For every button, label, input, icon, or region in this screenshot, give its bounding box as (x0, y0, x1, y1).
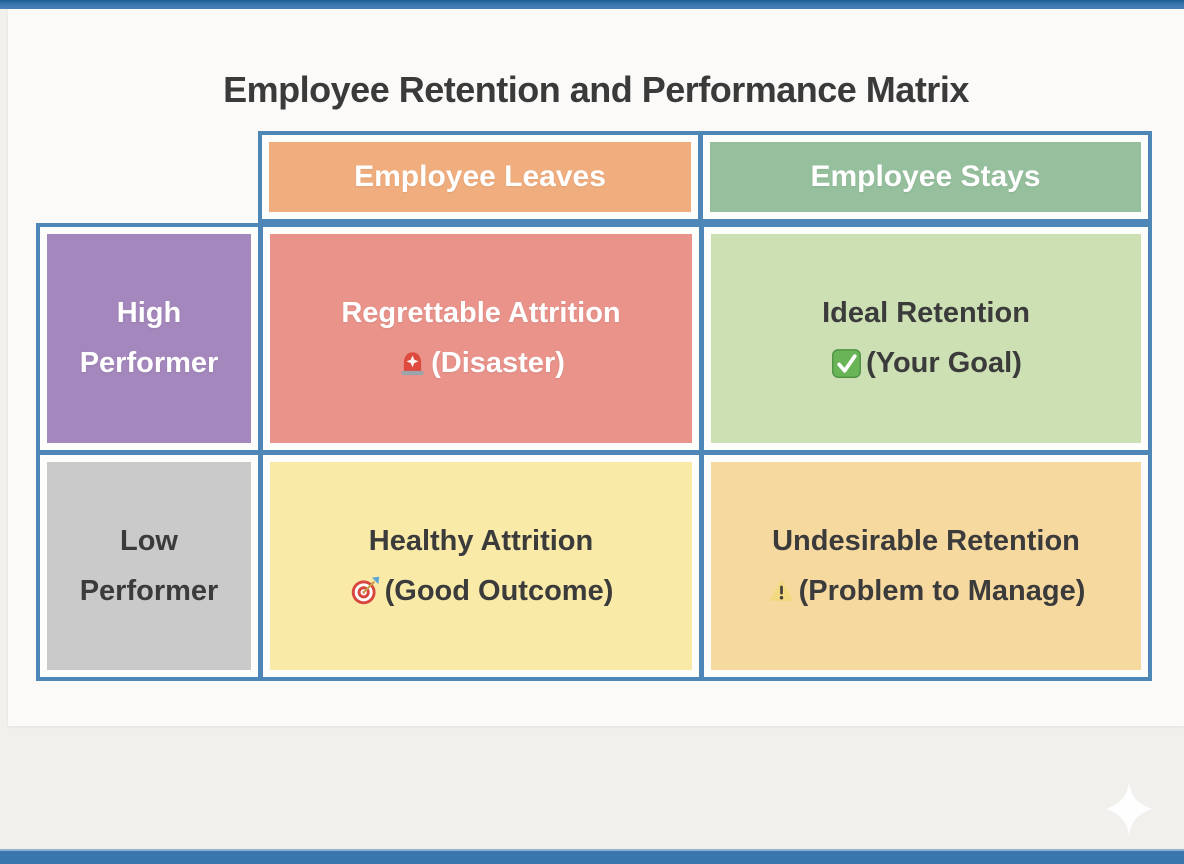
bottom-accent-bar (0, 849, 1184, 864)
cell-title: Regrettable Attrition (341, 297, 621, 330)
cell-annotation: (Problem to Manage) (798, 574, 1086, 607)
cell-undesirable-retention: Undesirable Retention (Problem to Manage… (704, 454, 1148, 677)
row-header-high-performer: High Performer (40, 227, 258, 450)
target-icon (349, 574, 382, 607)
cell-title: Healthy Attrition (368, 524, 594, 557)
column-header-label: Employee Stays (710, 142, 1141, 212)
row-header-label: Low Performer (79, 524, 219, 607)
cell-ideal-retention: Ideal Retention (Your Goal) (704, 227, 1148, 450)
warning-icon (767, 576, 796, 605)
cell-annotation: (Disaster) (431, 347, 565, 380)
cell-regrettable-attrition: Regrettable Attrition (Disaster) (263, 227, 699, 450)
matrix-column-header-row: Employee Leaves Employee Stays (258, 131, 1152, 223)
cell-title: Ideal Retention (822, 297, 1030, 330)
sparkle-icon (1100, 780, 1158, 838)
column-header-employee-leaves: Employee Leaves (262, 135, 698, 219)
cell-title: Undesirable Retention (772, 524, 1080, 557)
page-title: Employee Retention and Performance Matri… (223, 69, 969, 110)
matrix-body-grid: High Performer Regrettable Attrition (36, 223, 1152, 681)
top-accent-bar (0, 0, 1184, 9)
slide-area: Employee Retention and Performance Matri… (8, 9, 1184, 726)
row-header-label: High Performer (79, 297, 219, 380)
column-header-label: Employee Leaves (269, 142, 691, 212)
siren-icon (397, 348, 428, 379)
column-header-employee-stays: Employee Stays (703, 135, 1148, 219)
cell-annotation: (Your Goal) (866, 347, 1022, 380)
row-header-low-performer: Low Performer (40, 454, 258, 677)
cell-healthy-attrition: Healthy Attrition (263, 454, 699, 677)
cell-annotation: (Good Outcome) (384, 574, 614, 607)
check-mark-icon (830, 347, 863, 380)
